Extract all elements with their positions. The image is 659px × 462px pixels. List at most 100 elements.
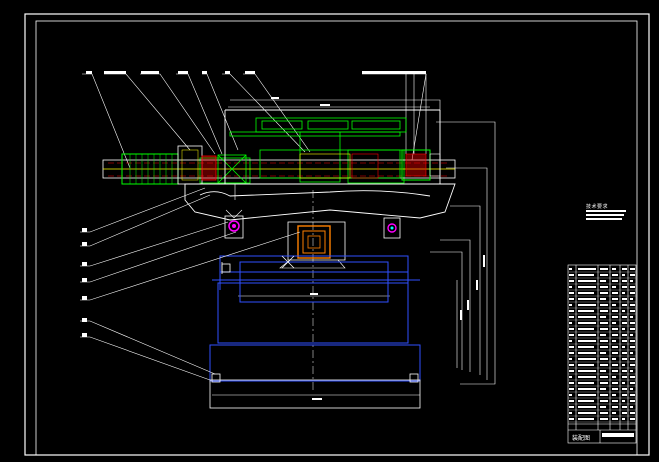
parts-list-cell-mark <box>578 280 596 282</box>
parts-list-cell-mark <box>569 292 574 294</box>
title-block-label: 装配图 <box>572 435 591 442</box>
parts-list-cell-mark <box>622 322 627 324</box>
parts-list-cell-mark <box>569 364 574 366</box>
parts-list-cell-mark <box>569 358 572 360</box>
parts-list-cell-mark <box>622 364 625 366</box>
parts-list-cell-mark <box>630 382 635 384</box>
parts-list-cell-mark <box>622 334 627 336</box>
parts-list-cell-mark <box>578 364 594 366</box>
parts-list-cell-mark <box>578 334 596 336</box>
parts-list-cell-mark <box>630 352 633 354</box>
parts-list-cell-mark <box>622 310 625 312</box>
parts-list-cell-mark <box>578 316 596 318</box>
parts-list-cell-mark <box>578 400 594 402</box>
parts-list-cell-mark <box>630 280 633 282</box>
parts-list-cell-mark <box>630 358 635 360</box>
parts-list-table <box>567 264 637 444</box>
parts-list-cell-mark <box>630 274 635 276</box>
parts-list-cell-mark <box>578 298 596 300</box>
parts-list-cell-mark <box>612 304 616 306</box>
upper-carriage <box>199 117 407 184</box>
parts-list-cell-mark <box>600 328 608 330</box>
parts-list-cell-mark <box>630 298 633 300</box>
parts-list-cell-mark <box>622 304 627 306</box>
parts-list-cell-mark <box>612 316 618 318</box>
parts-list-cell-mark <box>569 298 574 300</box>
parts-list-cell-mark <box>569 376 572 378</box>
parts-list-cell-mark <box>630 412 635 414</box>
parts-list-cell-mark <box>612 298 618 300</box>
parts-list-cell-mark <box>630 346 635 348</box>
parts-list-cell-mark <box>612 394 616 396</box>
drive-motor <box>121 145 217 185</box>
parts-list-cell-mark <box>612 328 618 330</box>
parts-list-cell-mark <box>600 334 606 336</box>
parts-list-cell-mark <box>569 310 574 312</box>
parts-list-cell-mark <box>578 394 596 396</box>
parts-list-cell-mark <box>630 388 633 390</box>
parts-list-cell-mark <box>622 382 625 384</box>
parts-list-cell-mark <box>612 406 618 408</box>
parts-list-cell-mark <box>578 376 596 378</box>
parts-list-cell-mark <box>630 370 633 372</box>
parts-list-cell-mark <box>600 376 608 378</box>
parts-list-cell-mark <box>569 418 574 420</box>
parts-list-cell-mark <box>578 292 594 294</box>
parts-list-cell-mark <box>622 298 627 300</box>
parts-list-cell-mark <box>600 394 608 396</box>
base-frame <box>209 255 421 382</box>
parts-list-cell-mark <box>569 334 574 336</box>
parts-list-cell-mark <box>600 340 608 342</box>
parts-list-cell-mark <box>578 328 594 330</box>
parts-list-cell-mark <box>630 340 635 342</box>
parts-list-cell-mark <box>578 304 596 306</box>
parts-list-cell-mark <box>578 274 594 276</box>
parts-list-cell-mark <box>612 364 618 366</box>
parts-list-cell-mark <box>569 322 572 324</box>
parts-list-cell-mark <box>600 316 606 318</box>
parts-list-cell-mark <box>578 370 596 372</box>
parts-list-cell-mark <box>569 328 574 330</box>
parts-list-cell-mark <box>622 394 627 396</box>
parts-list-cell-mark <box>600 286 608 288</box>
central-gearbox <box>279 221 346 269</box>
parts-list-cell-mark <box>600 298 606 300</box>
parts-list-cell-mark <box>578 340 596 342</box>
parts-list-cell-mark <box>600 274 608 276</box>
parts-list-cell-mark <box>600 346 608 348</box>
coupling <box>217 154 247 184</box>
left-callout-labels <box>82 228 87 337</box>
parts-list-cell-mark <box>569 370 574 372</box>
parts-list-cell-mark <box>578 310 594 312</box>
parts-list-cell-mark <box>612 274 618 276</box>
parts-list-cell-mark <box>622 328 625 330</box>
parts-list-cell-mark <box>630 406 633 408</box>
parts-list-cell-mark <box>622 280 627 282</box>
parts-list-cell-mark <box>600 310 608 312</box>
parts-list-cell-mark <box>569 286 572 288</box>
parts-list-rows <box>568 268 636 423</box>
parts-list-cell-mark <box>622 376 627 378</box>
parts-list-cell-mark <box>569 388 574 390</box>
parts-list-cell-mark <box>612 292 618 294</box>
parts-list-cell-mark <box>622 340 627 342</box>
parts-list-cell-mark <box>569 406 574 408</box>
parts-list-cell-mark <box>630 316 633 318</box>
parts-list-cell-mark <box>600 388 606 390</box>
parts-list-cell-mark <box>630 268 635 270</box>
parts-list-cell-mark <box>622 346 625 348</box>
right-pivot-support <box>383 217 401 239</box>
parts-list-cell-mark <box>600 358 608 360</box>
parts-list-cell-mark <box>578 352 596 354</box>
parts-list-cell-mark <box>600 280 606 282</box>
cross-mark <box>281 255 295 269</box>
parts-list-cell-mark <box>612 376 616 378</box>
parts-list-cell-mark <box>578 268 596 270</box>
parts-list-cell-mark <box>569 382 574 384</box>
parts-list-cell-mark <box>630 394 635 396</box>
parts-list-cell-mark <box>612 322 616 324</box>
base-frame-white-lines <box>209 262 421 409</box>
parts-list-cell-mark <box>612 388 618 390</box>
parts-list-cell-mark <box>622 418 625 420</box>
parts-list-cell-mark <box>622 358 627 360</box>
